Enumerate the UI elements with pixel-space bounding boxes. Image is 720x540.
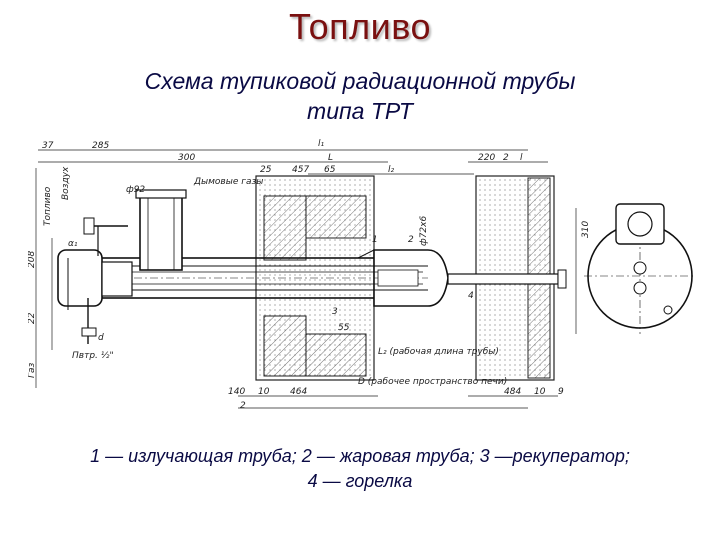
dim-label: Пвтр. ½" — [72, 351, 114, 361]
dim-label: 4 — [468, 291, 474, 301]
subtitle-line-2: типа ТРТ — [307, 98, 413, 124]
dim-label: 9 — [558, 387, 564, 397]
caption-line-2: 4 — горелка — [307, 471, 413, 491]
dim-label: 2 — [408, 235, 414, 245]
dim-label: D (рабочее пространство печи) — [358, 377, 507, 387]
dim-label: ф92 — [126, 185, 145, 195]
dimension-labels: 37 285 300 L l₁ l₂ 25 457 65 220 2 l ф92… — [28, 139, 591, 411]
dim-label: 464 — [290, 387, 307, 397]
dim-label: Дымовые газы — [193, 177, 263, 187]
dim-label: L — [328, 153, 333, 163]
dim-label: 220 — [478, 153, 495, 163]
diagram-subtitle: Схема тупиковой радиационной трубы типа … — [0, 66, 720, 126]
dim-label: Топливо — [43, 186, 53, 226]
caption-line-1: 1 — излучающая труба; 2 — жаровая труба;… — [90, 446, 630, 466]
dim-label: α₁ — [68, 239, 78, 249]
technical-drawing: 37 285 300 L l₁ l₂ 25 457 65 220 2 l ф92… — [28, 139, 696, 411]
recuperator — [57, 189, 187, 344]
dim-label: 457 — [292, 165, 309, 175]
dim-label: d — [98, 333, 104, 343]
burner — [357, 249, 567, 289]
dim-label: 10 — [534, 387, 546, 397]
dimension-lines — [35, 149, 577, 409]
dim-label: Воздух — [61, 166, 71, 200]
dim-label: l₁ — [318, 139, 325, 149]
dim-label: l — [520, 153, 523, 163]
page-title: Топливо — [288, 6, 432, 47]
dim-label: 65 — [324, 165, 336, 175]
dim-label: 3 — [332, 307, 338, 317]
dim-label: 10 — [258, 387, 270, 397]
dim-label: 1 — [372, 235, 378, 245]
dim-label: Газ — [28, 362, 37, 378]
end-view — [584, 203, 696, 334]
dim-label: 208 — [28, 251, 37, 268]
subtitle-line-1: Схема тупиковой радиационной трубы — [144, 68, 576, 94]
dim-label: 484 — [504, 387, 521, 397]
dim-label: l₂ — [388, 165, 395, 175]
dim-label: L₂ (рабочая длина трубы) — [378, 347, 499, 357]
dim-label: 37 — [42, 141, 54, 151]
dim-label: 2 — [503, 153, 509, 163]
dim-label: 140 — [228, 387, 245, 397]
dim-label: 55 — [338, 323, 350, 333]
dim-label: ф72х6 — [419, 216, 429, 246]
dim-label: 285 — [92, 141, 109, 151]
dim-label: 300 — [178, 153, 195, 163]
dim-label: 25 — [260, 165, 272, 175]
dim-label: 2 — [240, 401, 246, 411]
legend-caption: 1 — излучающая труба; 2 — жаровая труба;… — [0, 444, 720, 494]
dim-label: 310 — [581, 221, 591, 238]
dim-label: 22 — [28, 312, 37, 324]
